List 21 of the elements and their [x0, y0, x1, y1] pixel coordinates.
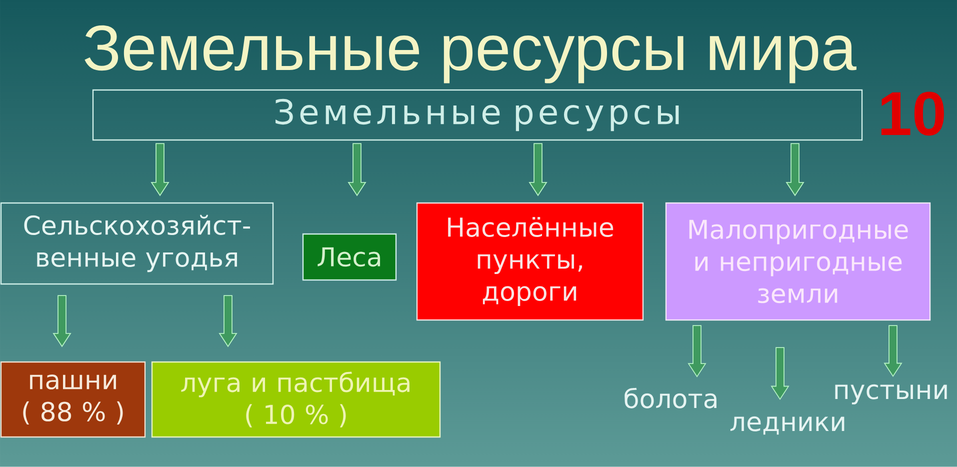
block-arrow: [150, 143, 170, 196]
text-label: болота: [624, 388, 716, 408]
category-box: пашни ( 88 % ): [0, 361, 146, 438]
category-box: Леса: [302, 233, 397, 281]
block-arrow: [786, 143, 804, 196]
block-arrow: [884, 325, 902, 378]
title: Земельные ресурсы мира: [84, 25, 856, 84]
category-box: Населённые пункты, дороги: [416, 202, 644, 321]
block-arrow: [688, 325, 706, 378]
category-box: Малопригодные и непригодные земли: [665, 202, 931, 321]
block-arrow: [218, 295, 238, 348]
block-arrow: [528, 143, 548, 196]
block-arrow: [348, 143, 366, 196]
block-arrow: [770, 347, 790, 400]
text-label: ледники: [730, 416, 844, 435]
category-box: Сельскохозяйст- венные угодья: [0, 202, 274, 285]
text-label: пустыни: [835, 384, 947, 404]
header-box: Земельные ресурсы: [92, 89, 863, 141]
category-box: луга и пастбища ( 10 % ): [151, 361, 441, 438]
slide-number: 10: [881, 92, 944, 136]
block-arrow: [52, 295, 72, 348]
